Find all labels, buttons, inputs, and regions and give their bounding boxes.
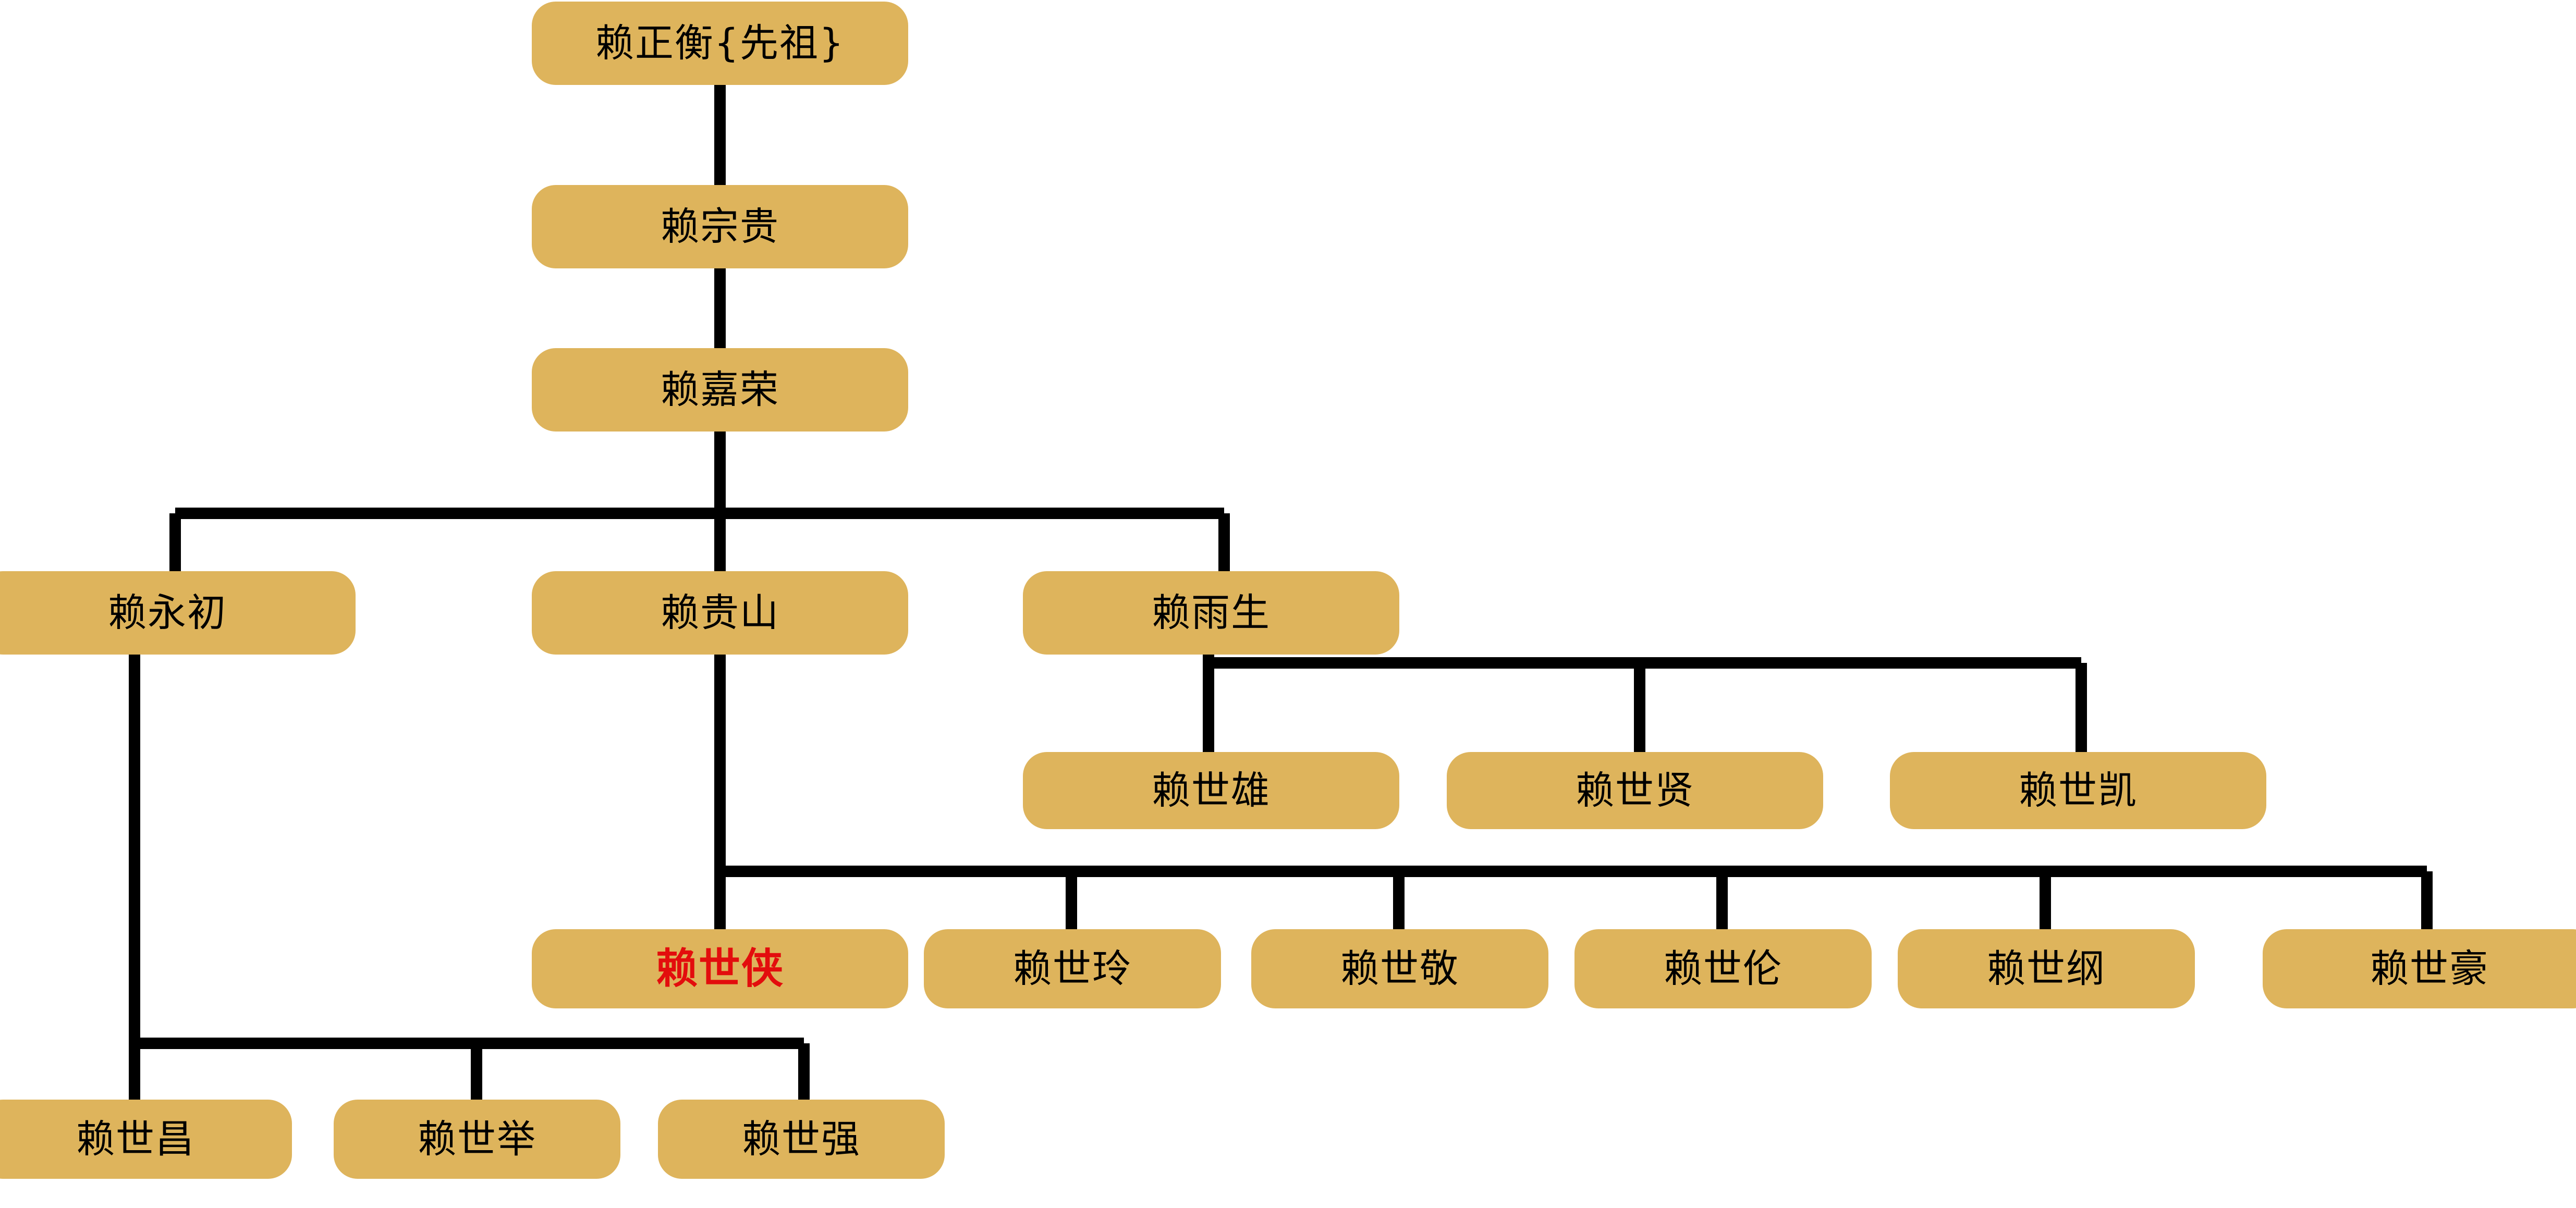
person-node-n12[interactable]: 赖世伦 [1574,929,1872,1008]
person-name-label: 赖世凯 [2019,768,2138,813]
person-node-n15[interactable]: 赖世昌 [0,1100,292,1179]
person-node-n13[interactable]: 赖世纲 [1898,929,2195,1008]
person-node-n5[interactable]: 赖雨生 [1023,571,1399,655]
person-name-label: 赖世侠 [656,944,784,993]
person-name-label: 赖世敬 [1340,946,1459,991]
person-node-n6[interactable]: 赖世雄 [1023,752,1399,829]
person-node-n8[interactable]: 赖世凯 [1890,752,2266,829]
person-name-label: 赖世昌 [76,1117,195,1162]
person-name-label: 赖永初 [108,590,227,635]
person-node-n4[interactable]: 赖贵山 [532,571,908,655]
person-node-n17[interactable]: 赖世强 [658,1100,945,1179]
person-name-label: 赖世强 [742,1117,861,1162]
person-node-n1[interactable]: 赖宗贵 [532,185,908,268]
person-node-n0[interactable]: 赖正衡{先祖} [532,2,908,85]
person-name-label: 赖正衡{先祖} [595,21,845,66]
person-node-n16[interactable]: 赖世举 [334,1100,620,1179]
person-name-label: 赖贵山 [661,590,779,635]
person-name-label: 赖宗贵 [661,204,779,249]
person-node-n10[interactable]: 赖世玲 [924,929,1221,1008]
person-name-label: 赖嘉荣 [661,367,779,412]
person-name-label: 赖世举 [418,1117,536,1162]
person-name-label: 赖世玲 [1013,946,1132,991]
person-node-n3[interactable]: 赖永初 [0,571,356,655]
person-name-label: 赖世豪 [2370,946,2489,991]
person-name-label: 赖世伦 [1664,946,1783,991]
person-node-n14[interactable]: 赖世豪 [2263,929,2576,1008]
person-name-label: 赖世贤 [1576,768,1694,813]
person-name-label: 赖雨生 [1152,590,1271,635]
person-node-n11[interactable]: 赖世敬 [1251,929,1548,1008]
person-node-n7[interactable]: 赖世贤 [1447,752,1823,829]
person-name-label: 赖世雄 [1152,768,1271,813]
person-node-n9[interactable]: 赖世侠 [532,929,908,1008]
person-node-n2[interactable]: 赖嘉荣 [532,348,908,432]
person-name-label: 赖世纲 [1987,946,2106,991]
